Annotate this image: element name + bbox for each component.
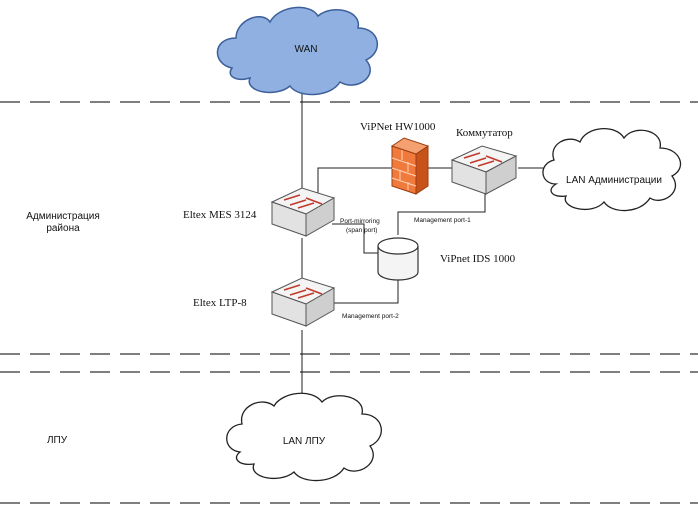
firewall-top: [390, 137, 430, 155]
wan-cloud-shape: [216, 6, 379, 96]
link-switch-ids-mgmt1: [397, 190, 486, 235]
zone-admin-label-line2: района: [46, 223, 80, 234]
link-olt-ids-mgmt2: [332, 280, 399, 304]
wan-cloud: WAN: [216, 6, 379, 96]
ids-cylinder-top: [377, 237, 419, 255]
link-core-ids-span: [332, 223, 378, 254]
zone-admin-label-line1: Администрация: [26, 211, 100, 222]
firewall-icon: [390, 137, 430, 195]
connections: [301, 92, 550, 396]
admin-switch: [450, 145, 518, 195]
switch-arrows-icon: [463, 152, 503, 167]
lan-lpu-label: LAN ЛПУ: [283, 436, 326, 447]
lan-lpu-cloud-shape: [226, 392, 382, 482]
management-port-1-label: Management port-1: [414, 217, 471, 224]
zone-separators: [0, 101, 698, 504]
lan-admin-cloud: LAN Администрации: [542, 128, 682, 212]
firewall-label: ViPNet HW1000: [360, 121, 436, 133]
port-mirroring-label: Port-mirroring: [340, 218, 380, 225]
core-switch: [270, 187, 336, 237]
core-switch-label: Eltex MES 3124: [183, 209, 257, 221]
lan-admin-label: LAN Администрации: [566, 175, 662, 186]
admin-switch-side: [485, 155, 517, 195]
admin-switch-label: Коммутатор: [456, 127, 513, 139]
switch-arrows-icon: [283, 284, 323, 299]
olt-label: Eltex LTP-8: [193, 297, 247, 309]
span-port-label: (span port): [346, 227, 377, 234]
lan-lpu-cloud: LAN ЛПУ: [226, 392, 382, 482]
wan-label: WAN: [295, 44, 318, 55]
management-port-2-label: Management port-2: [342, 313, 399, 320]
switch-arrows-icon: [283, 194, 323, 209]
ids-cylinder-body: [377, 246, 419, 281]
lan-admin-cloud-shape: [542, 128, 682, 212]
link-core-firewall: [317, 167, 392, 194]
olt-switch-side: [305, 287, 335, 327]
zone-lpu-label: ЛПУ: [47, 435, 68, 446]
brick-lines: [391, 150, 417, 190]
core-switch-side: [305, 197, 335, 237]
ids-database-icon: [377, 237, 419, 281]
olt-switch: [270, 277, 336, 327]
ids-label: ViPnet IDS 1000: [440, 253, 516, 265]
